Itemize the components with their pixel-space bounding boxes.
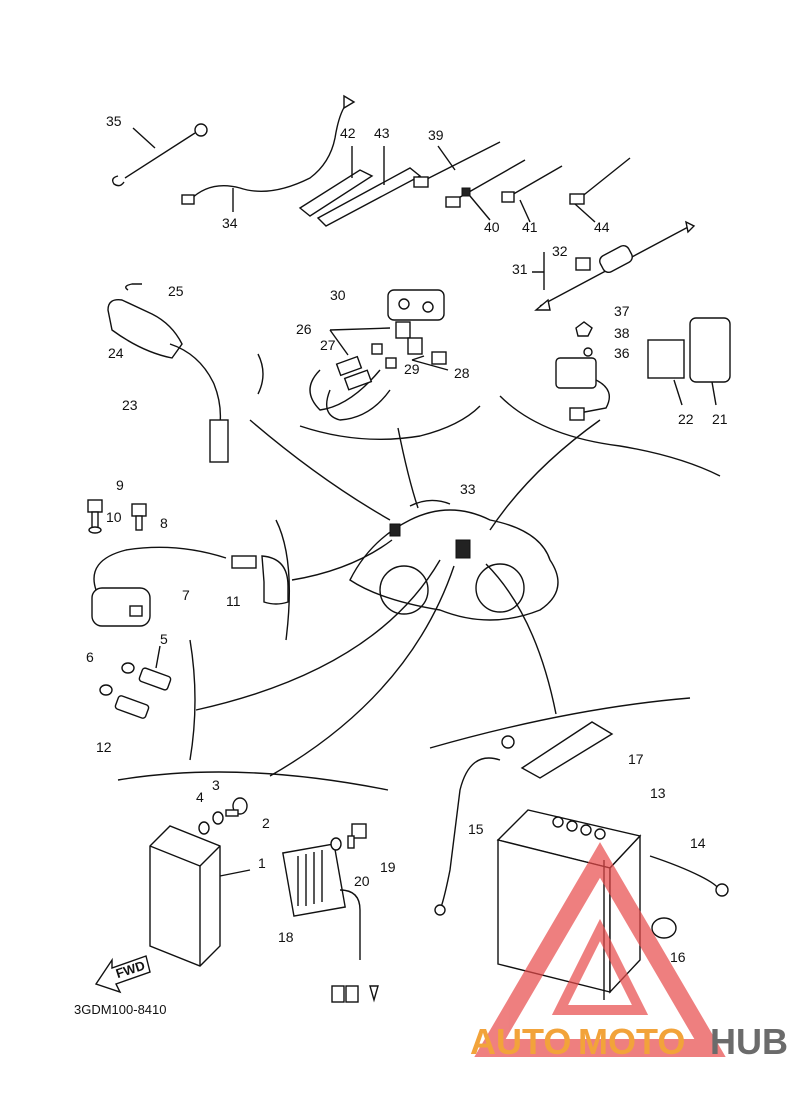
callout-40: 40 xyxy=(484,219,500,235)
part-9-screw xyxy=(87,499,103,529)
part-5-switch xyxy=(138,645,172,691)
watermark-moto: MOTO xyxy=(578,1021,685,1062)
part-31-starter-cable xyxy=(532,220,696,311)
callout-32: 32 xyxy=(552,243,568,259)
callout-11: 11 xyxy=(226,593,241,609)
part-40-band xyxy=(445,159,526,221)
watermark-triangle xyxy=(474,842,726,1057)
callout-33: 33 xyxy=(460,481,476,497)
callout-1: 1 xyxy=(258,855,266,871)
callout-16: 16 xyxy=(670,949,686,965)
callout-36: 36 xyxy=(614,345,630,361)
callout-9: 9 xyxy=(116,477,124,493)
callout-5: 5 xyxy=(160,631,168,647)
part-44-band xyxy=(569,157,631,223)
part-4-washer xyxy=(198,821,210,835)
divider xyxy=(275,519,291,641)
part-6-gasket xyxy=(99,662,135,696)
part-18-rectifier xyxy=(282,843,379,1003)
divider xyxy=(257,353,264,395)
part-21-relay xyxy=(689,317,731,406)
watermark-hub: HUB xyxy=(710,1021,788,1062)
part-36-starter-relay xyxy=(555,321,610,421)
callout-13: 13 xyxy=(650,785,666,801)
callout-29: 29 xyxy=(404,361,420,377)
callout-3: 3 xyxy=(212,777,220,793)
callout-25: 25 xyxy=(168,283,184,299)
callout-23: 23 xyxy=(122,397,138,413)
part-22-relay xyxy=(647,339,685,406)
callout-20: 20 xyxy=(354,873,370,889)
part-15-battery-lead xyxy=(434,735,515,916)
part-35-ground-lead xyxy=(111,123,208,187)
callout-15: 15 xyxy=(468,821,484,837)
diagram-code: 3GDM100-8410 xyxy=(74,1002,167,1017)
part-14-battery-lead xyxy=(649,855,729,897)
callout-10: 10 xyxy=(106,509,122,525)
divider xyxy=(299,405,481,441)
part-30-plate xyxy=(387,289,445,321)
watermark-logo: AUTO MOTO HUB xyxy=(470,1021,788,1062)
callout-labels: 1234567891011121314151617181920212223242… xyxy=(86,113,728,965)
callout-2: 2 xyxy=(262,815,270,831)
callout-26: 26 xyxy=(296,321,312,337)
callout-43: 43 xyxy=(374,125,390,141)
callout-35: 35 xyxy=(106,113,122,129)
divider xyxy=(499,395,721,477)
part-7-ignition-coil xyxy=(91,546,227,627)
part-3-washer xyxy=(212,811,224,825)
frame-silhouette xyxy=(349,499,559,621)
leader-lines xyxy=(195,419,601,777)
callout-17: 17 xyxy=(628,751,644,767)
part-10-washer xyxy=(88,526,102,534)
part-41-band xyxy=(501,165,563,223)
part-42-tube xyxy=(298,146,374,217)
callout-4: 4 xyxy=(196,789,204,805)
callout-12: 12 xyxy=(96,739,112,755)
callout-38: 38 xyxy=(614,325,630,341)
watermark-auto: AUTO xyxy=(470,1021,571,1062)
callout-27: 27 xyxy=(320,337,336,353)
divider xyxy=(429,697,691,749)
callout-39: 39 xyxy=(428,127,444,143)
callout-14: 14 xyxy=(690,835,706,851)
callout-44: 44 xyxy=(594,219,610,235)
part-24-plug-cap xyxy=(107,283,229,463)
callout-30: 30 xyxy=(330,287,346,303)
part-11-plug-cap xyxy=(231,555,289,605)
part-8-screw xyxy=(131,503,147,531)
callout-8: 8 xyxy=(160,515,168,531)
callout-24: 24 xyxy=(108,345,124,361)
callout-18: 18 xyxy=(278,929,294,945)
part-28-fuse-holder xyxy=(309,321,449,421)
divider xyxy=(117,771,389,791)
callout-37: 37 xyxy=(614,303,630,319)
part-20-washer xyxy=(330,837,342,851)
callout-7: 7 xyxy=(182,587,190,603)
callout-41: 41 xyxy=(522,219,538,235)
callout-31: 31 xyxy=(512,261,528,277)
callout-21: 21 xyxy=(712,411,728,427)
part-43-tube xyxy=(316,146,422,227)
part-12-switch xyxy=(114,695,150,719)
callout-28: 28 xyxy=(454,365,470,381)
callout-22: 22 xyxy=(678,411,694,427)
part-2-bolt xyxy=(225,797,248,817)
callout-34: 34 xyxy=(222,215,238,231)
part-1-cdi-unit xyxy=(149,825,251,967)
part-19-bolt xyxy=(347,823,367,849)
divider xyxy=(189,639,196,761)
fwd-arrow xyxy=(94,955,151,994)
part-39-band xyxy=(413,141,501,188)
part-17-band xyxy=(520,721,614,779)
callout-19: 19 xyxy=(380,859,396,875)
callout-6: 6 xyxy=(86,649,94,665)
part-34-wire-lead xyxy=(181,94,356,212)
callout-42: 42 xyxy=(340,125,356,141)
